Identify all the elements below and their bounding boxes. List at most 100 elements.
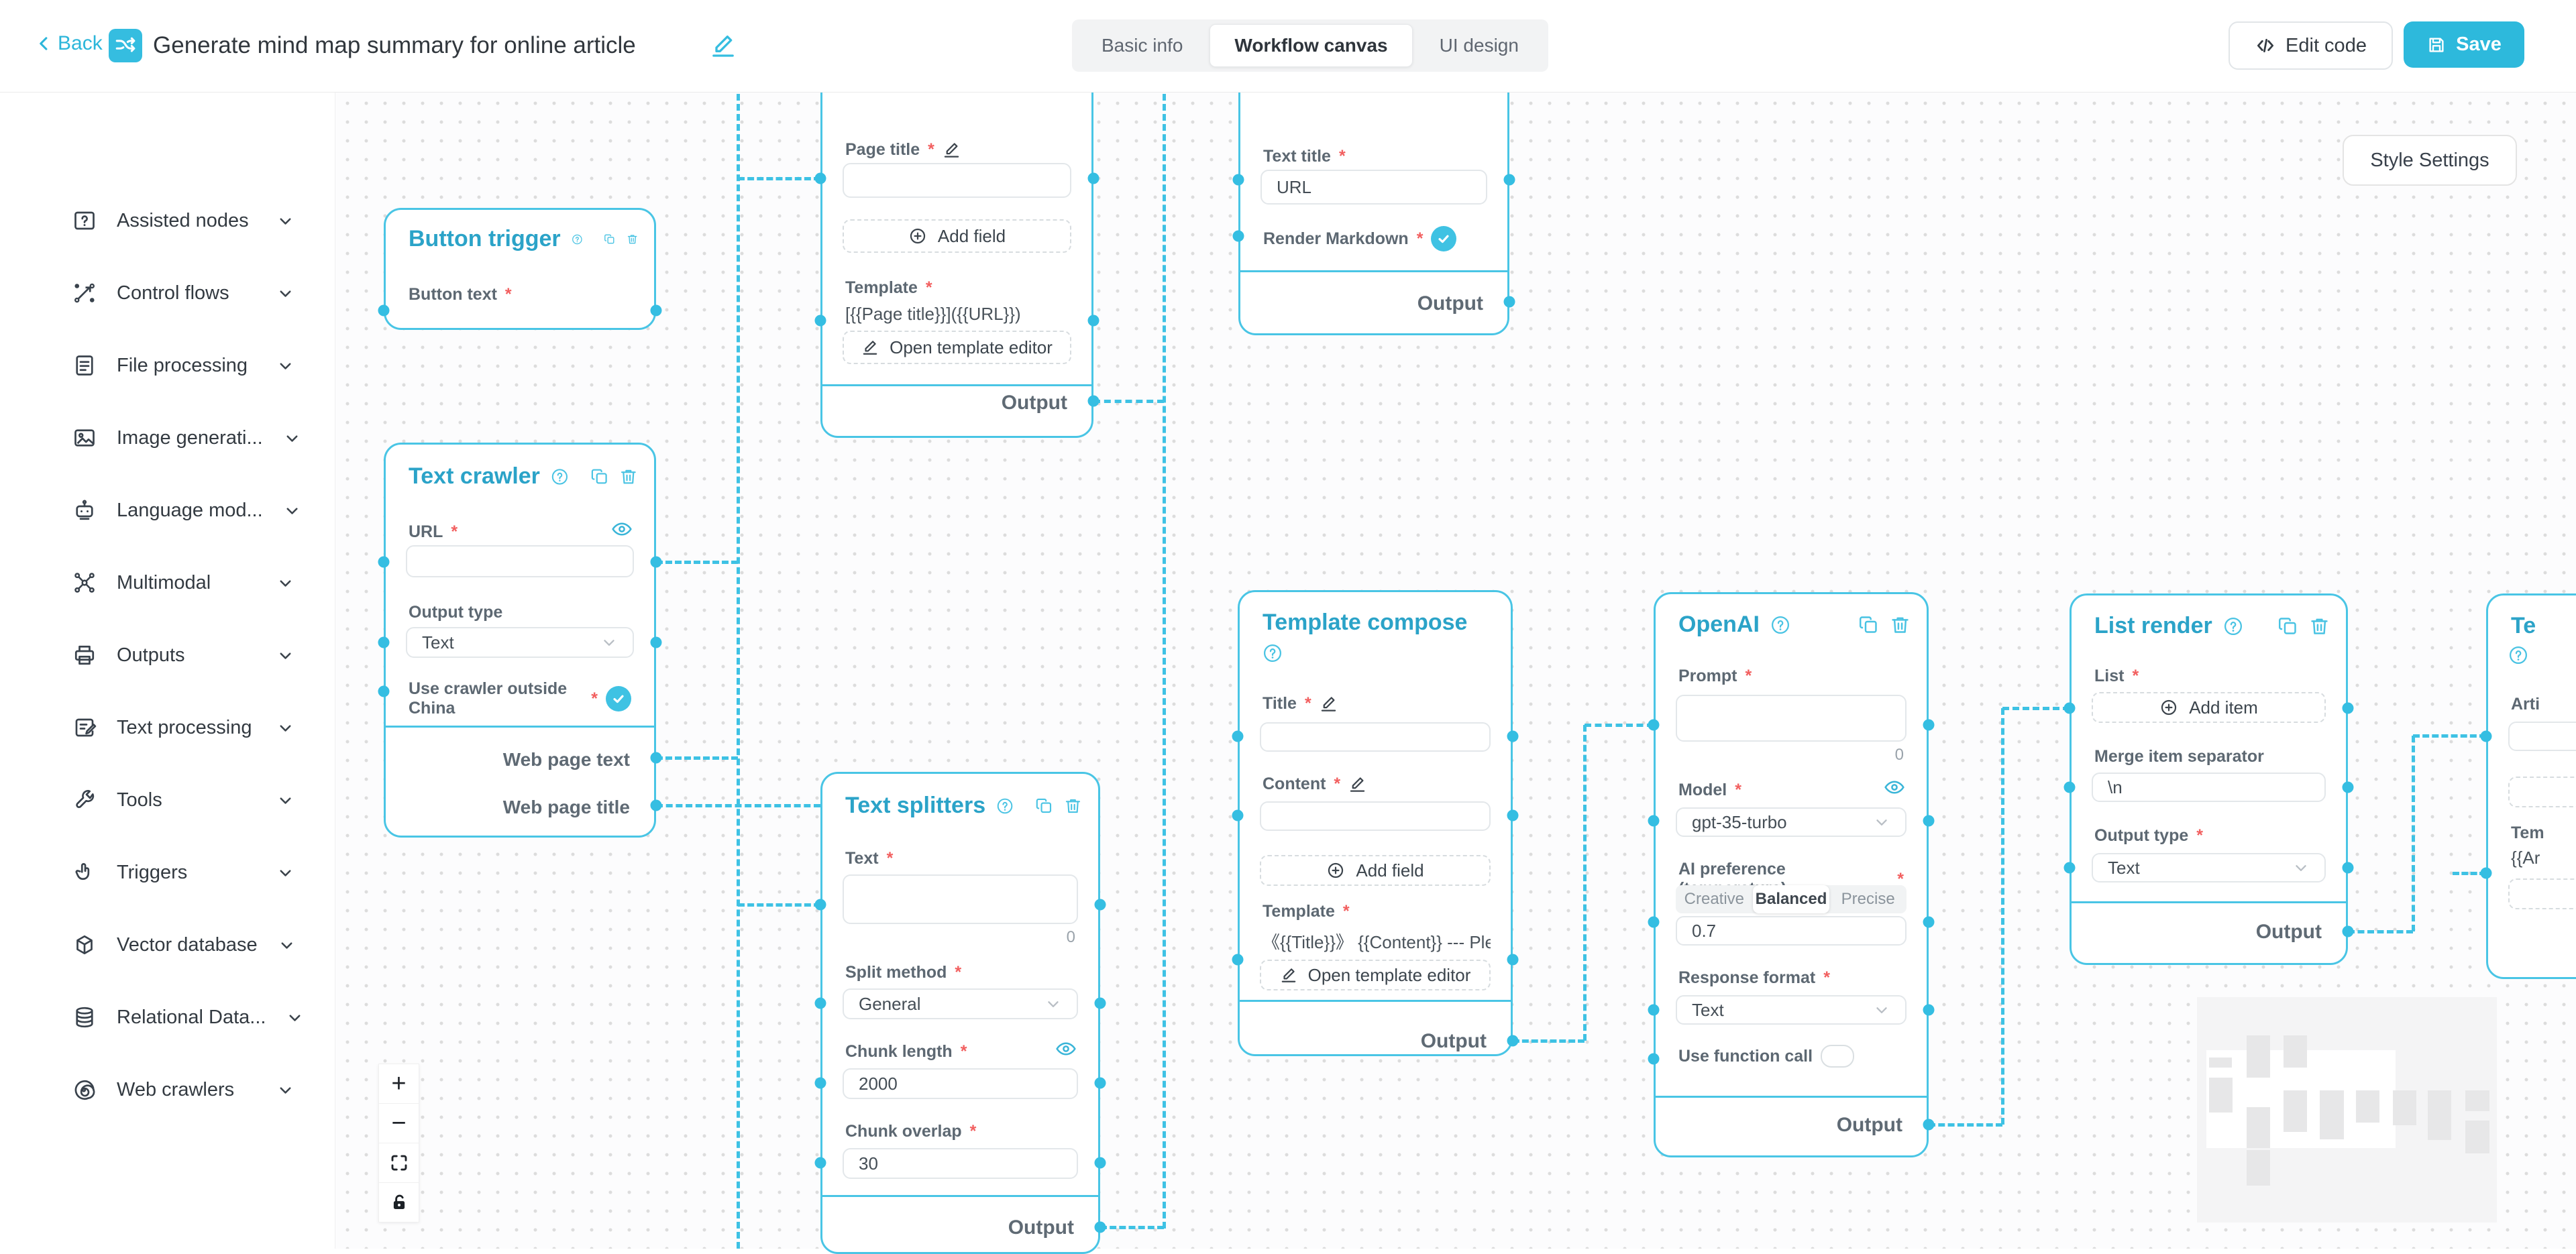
port[interactable]: [2342, 702, 2354, 714]
response-format-select[interactable]: Text: [1676, 995, 1907, 1025]
port[interactable]: [1232, 730, 1244, 742]
eye-icon[interactable]: [1884, 777, 1905, 798]
chunk-length-input[interactable]: 2000: [843, 1068, 1078, 1099]
checkbox-checked[interactable]: [1431, 226, 1457, 251]
port[interactable]: [1923, 1119, 1935, 1131]
trash-icon[interactable]: [1890, 614, 1911, 635]
output-type-select[interactable]: Text: [2092, 853, 2326, 882]
port[interactable]: [2063, 862, 2076, 874]
node-text-crawler[interactable]: Text crawler URL* Output type Text Use c…: [384, 443, 656, 838]
node-list-render[interactable]: List render List* Add item Merge item se…: [2070, 593, 2348, 965]
port[interactable]: [650, 556, 662, 568]
port[interactable]: [814, 172, 826, 184]
copy-icon[interactable]: [2277, 616, 2298, 636]
article-input[interactable]: [2508, 722, 2576, 751]
trash-icon[interactable]: [619, 466, 638, 487]
sidebar-item-triggers[interactable]: Triggers: [0, 836, 335, 909]
edit-field-icon[interactable]: [943, 141, 961, 159]
port[interactable]: [814, 1157, 826, 1169]
port[interactable]: [1923, 916, 1935, 928]
tab-workflow-canvas[interactable]: Workflow canvas: [1210, 24, 1413, 67]
port[interactable]: [2342, 862, 2354, 874]
zoom-in-button[interactable]: +: [378, 1064, 419, 1104]
chunk-overlap-input[interactable]: 30: [843, 1148, 1078, 1179]
node-button-trigger[interactable]: Button trigger Button text*: [384, 208, 656, 330]
segment-precise[interactable]: Precise: [1841, 890, 1895, 908]
tab-basic-info[interactable]: Basic info: [1102, 35, 1183, 56]
add-field-button[interactable]: [2508, 777, 2576, 807]
sidebar-item-multimodal[interactable]: Multimodal: [0, 547, 335, 619]
sidebar-item-web-crawlers[interactable]: Web crawlers: [0, 1053, 335, 1126]
title-input[interactable]: [1260, 722, 1491, 752]
edit-code-button[interactable]: Edit code: [2229, 21, 2393, 70]
sidebar-item-file-processing[interactable]: File processing: [0, 329, 335, 402]
help-icon[interactable]: [1263, 643, 1283, 663]
fit-view-button[interactable]: [378, 1143, 419, 1183]
eye-icon[interactable]: [611, 518, 633, 540]
add-field-button[interactable]: Add field: [843, 219, 1071, 253]
port[interactable]: [1503, 296, 1515, 308]
split-method-select[interactable]: General: [843, 988, 1078, 1019]
port[interactable]: [1094, 1077, 1106, 1089]
sidebar-item-control-flows[interactable]: Control flows: [0, 257, 335, 329]
sidebar-item-language-models[interactable]: Language mod...: [0, 474, 335, 547]
node-template-compose-page-title[interactable]: Page title* Add field Template* [{{Page …: [820, 40, 1093, 438]
port[interactable]: [2063, 781, 2076, 793]
text-textarea[interactable]: [843, 874, 1078, 924]
checkbox-checked[interactable]: [606, 686, 631, 711]
zoom-out-button[interactable]: −: [378, 1103, 419, 1143]
port[interactable]: [814, 315, 826, 327]
port[interactable]: [1232, 954, 1244, 966]
trash-icon[interactable]: [627, 229, 638, 249]
port[interactable]: [1087, 172, 1099, 184]
port[interactable]: [814, 1077, 826, 1089]
port[interactable]: [1648, 815, 1660, 827]
sidebar-item-assisted-nodes[interactable]: Assisted nodes: [0, 184, 335, 257]
help-icon[interactable]: [2508, 645, 2528, 665]
help-icon[interactable]: [2223, 616, 2243, 636]
toggle-unchecked[interactable]: [1821, 1045, 1855, 1068]
port[interactable]: [650, 799, 662, 811]
help-icon[interactable]: [996, 796, 1014, 816]
port[interactable]: [1648, 719, 1660, 731]
port[interactable]: [1087, 315, 1099, 327]
node-template-compose-partial[interactable]: Te Arti Tem {{Ar: [2486, 593, 2576, 979]
port[interactable]: [1923, 815, 1935, 827]
sidebar-item-vector-database[interactable]: Vector database: [0, 909, 335, 981]
lock-button[interactable]: [378, 1182, 419, 1222]
help-icon[interactable]: [551, 467, 569, 487]
prompt-textarea[interactable]: [1676, 695, 1907, 742]
port[interactable]: [650, 636, 662, 648]
node-template-compose[interactable]: Template compose Title* Content* Add fie…: [1238, 590, 1513, 1056]
eye-icon[interactable]: [1055, 1038, 1077, 1060]
copy-icon[interactable]: [604, 229, 615, 249]
trash-icon[interactable]: [2309, 616, 2330, 636]
tab-ui-design[interactable]: UI design: [1439, 35, 1519, 56]
port[interactable]: [2480, 867, 2492, 879]
edit-field-icon[interactable]: [1348, 775, 1366, 793]
port[interactable]: [1648, 1004, 1660, 1016]
port[interactable]: [378, 556, 390, 568]
help-icon[interactable]: [1770, 615, 1790, 635]
page-title-input[interactable]: [843, 163, 1071, 198]
port[interactable]: [1507, 954, 1519, 966]
save-button[interactable]: Save: [2404, 21, 2524, 68]
port[interactable]: [1094, 1157, 1106, 1169]
url-input[interactable]: [406, 545, 634, 577]
segment-balanced[interactable]: Balanced: [1752, 885, 1830, 913]
port[interactable]: [1094, 899, 1106, 911]
minimap[interactable]: [2197, 997, 2497, 1222]
port[interactable]: [2480, 730, 2492, 742]
back-button[interactable]: Back: [35, 32, 103, 55]
edit-title-icon[interactable]: [710, 32, 737, 59]
sidebar-item-image-generation[interactable]: Image generati...: [0, 402, 335, 474]
node-text-splitters[interactable]: Text splitters Text* 0 Split method* Gen…: [820, 772, 1100, 1254]
port[interactable]: [2342, 781, 2354, 793]
sidebar-item-tools[interactable]: Tools: [0, 764, 335, 836]
port[interactable]: [1507, 809, 1519, 821]
sidebar-item-outputs[interactable]: Outputs: [0, 619, 335, 691]
port[interactable]: [1087, 395, 1099, 407]
port[interactable]: [1503, 174, 1515, 186]
segment-creative[interactable]: Creative: [1684, 890, 1745, 908]
